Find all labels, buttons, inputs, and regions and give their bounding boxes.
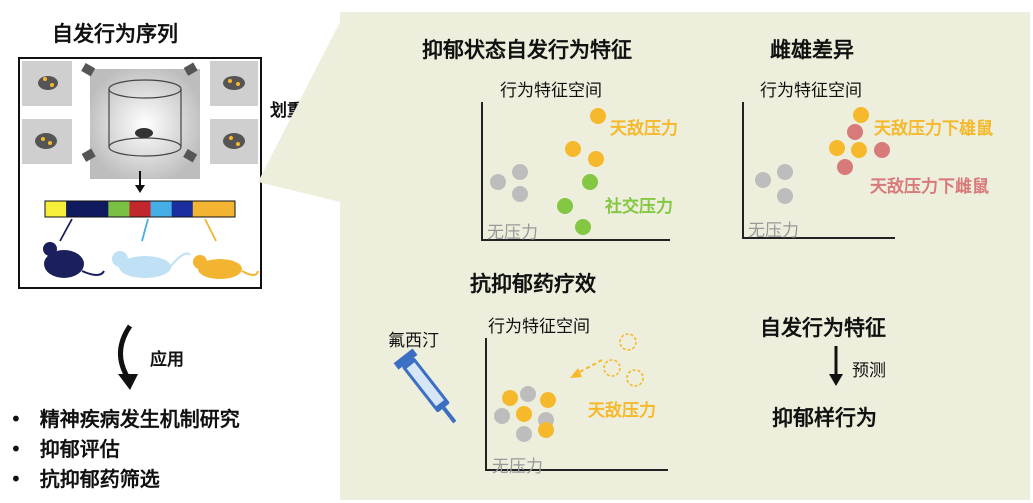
barcode-segment	[87, 201, 109, 217]
barcode-segment	[171, 201, 194, 217]
application-label: 应用	[150, 350, 184, 370]
depression-title: 抑郁状态自发行为特征	[422, 38, 632, 62]
predict-bottom: 抑郁样行为	[772, 406, 877, 430]
sex-space-label: 行为特征空间	[760, 81, 862, 101]
point-yellow	[538, 422, 554, 438]
label-social: 社交压力	[605, 197, 673, 217]
drug-name: 氟西汀	[388, 331, 439, 351]
application-list: 精神疾病发生机制研究 抑郁评估 抗抑郁药筛选	[10, 404, 240, 494]
point-yellow	[829, 140, 845, 156]
barcode-segment	[213, 201, 236, 217]
curved-arrow-icon	[118, 324, 138, 390]
point-yellow	[588, 151, 604, 167]
callout-wedge	[258, 22, 340, 202]
depression-space-label: 行为特征空间	[500, 81, 602, 101]
predict-arrow-label: 预测	[852, 361, 886, 381]
behavior-image-box	[18, 57, 262, 289]
point-gray	[516, 426, 532, 442]
point-yellow	[590, 108, 606, 124]
axis	[481, 102, 670, 241]
point-pink	[837, 159, 853, 175]
barcode-segment	[66, 201, 88, 217]
point-gray	[777, 188, 793, 204]
sex-title: 雌雄差异	[770, 38, 854, 62]
barcode-segment	[129, 201, 152, 217]
down-arrow-icon	[135, 185, 145, 193]
label-enemy: 天敌压力	[610, 119, 678, 139]
barcode-border	[44, 200, 236, 218]
arena-background	[90, 69, 200, 179]
axis	[742, 102, 895, 239]
point-green	[575, 219, 591, 235]
barcode-segment	[150, 201, 173, 217]
application-item: 抑郁评估	[10, 434, 240, 464]
arena-mouse	[135, 128, 153, 138]
depression-scatter	[481, 102, 670, 241]
label-male: 天敌压力下雄鼠	[874, 119, 993, 139]
behavior-barcode	[44, 200, 236, 218]
drug-title: 抗抑郁药疗效	[470, 272, 596, 296]
highlight-panel	[340, 12, 1030, 500]
point-gray	[512, 186, 528, 202]
mouse-lightblue-icon	[112, 251, 191, 278]
barcode-segment	[45, 201, 67, 217]
barcode-segment	[192, 201, 215, 217]
point-dashed	[603, 359, 621, 377]
label-none: 无压力	[492, 457, 543, 477]
axis	[485, 338, 668, 471]
application-item: 精神疾病发生机制研究	[10, 404, 240, 434]
point-gray	[490, 174, 506, 190]
label-enemy: 天敌压力	[588, 401, 656, 421]
label-none: 无压力	[748, 221, 799, 241]
down-arrow-icon	[829, 346, 843, 386]
sex-scatter	[742, 102, 895, 239]
point-yellow	[516, 406, 532, 422]
drug-scatter	[485, 333, 668, 471]
behavior-capture-illustration	[22, 61, 259, 279]
mouse-orange-icon	[193, 255, 259, 279]
point-green	[557, 198, 573, 214]
left-title: 自发行为序列	[52, 22, 178, 46]
point-yellow	[565, 141, 581, 157]
application-item: 抗抑郁药筛选	[10, 464, 240, 494]
camera-icon	[81, 62, 198, 163]
label-female: 天敌压力下雌鼠	[870, 177, 989, 197]
point-yellow	[540, 392, 556, 408]
label-none: 无压力	[487, 223, 538, 243]
camera-view-thumbnails	[22, 61, 258, 164]
point-yellow	[502, 390, 518, 406]
point-gray	[512, 164, 528, 180]
drug-space-label: 行为特征空间	[488, 317, 590, 337]
barcode-segment	[108, 201, 130, 217]
point-yellow	[851, 142, 867, 158]
point-dashed	[619, 333, 637, 351]
point-yellow	[853, 107, 869, 123]
point-gray	[520, 386, 536, 402]
point-pink	[874, 142, 890, 158]
point-gray	[755, 172, 771, 188]
predict-top: 自发行为特征	[760, 316, 886, 340]
mouse-navy-icon	[43, 242, 105, 278]
point-gray	[494, 408, 510, 424]
point-dashed	[626, 369, 644, 387]
syringe-icon	[393, 348, 457, 424]
point-gray	[777, 164, 793, 180]
point-green	[582, 174, 598, 190]
dashed-arrow-icon	[570, 368, 582, 378]
point-pink	[847, 124, 863, 140]
